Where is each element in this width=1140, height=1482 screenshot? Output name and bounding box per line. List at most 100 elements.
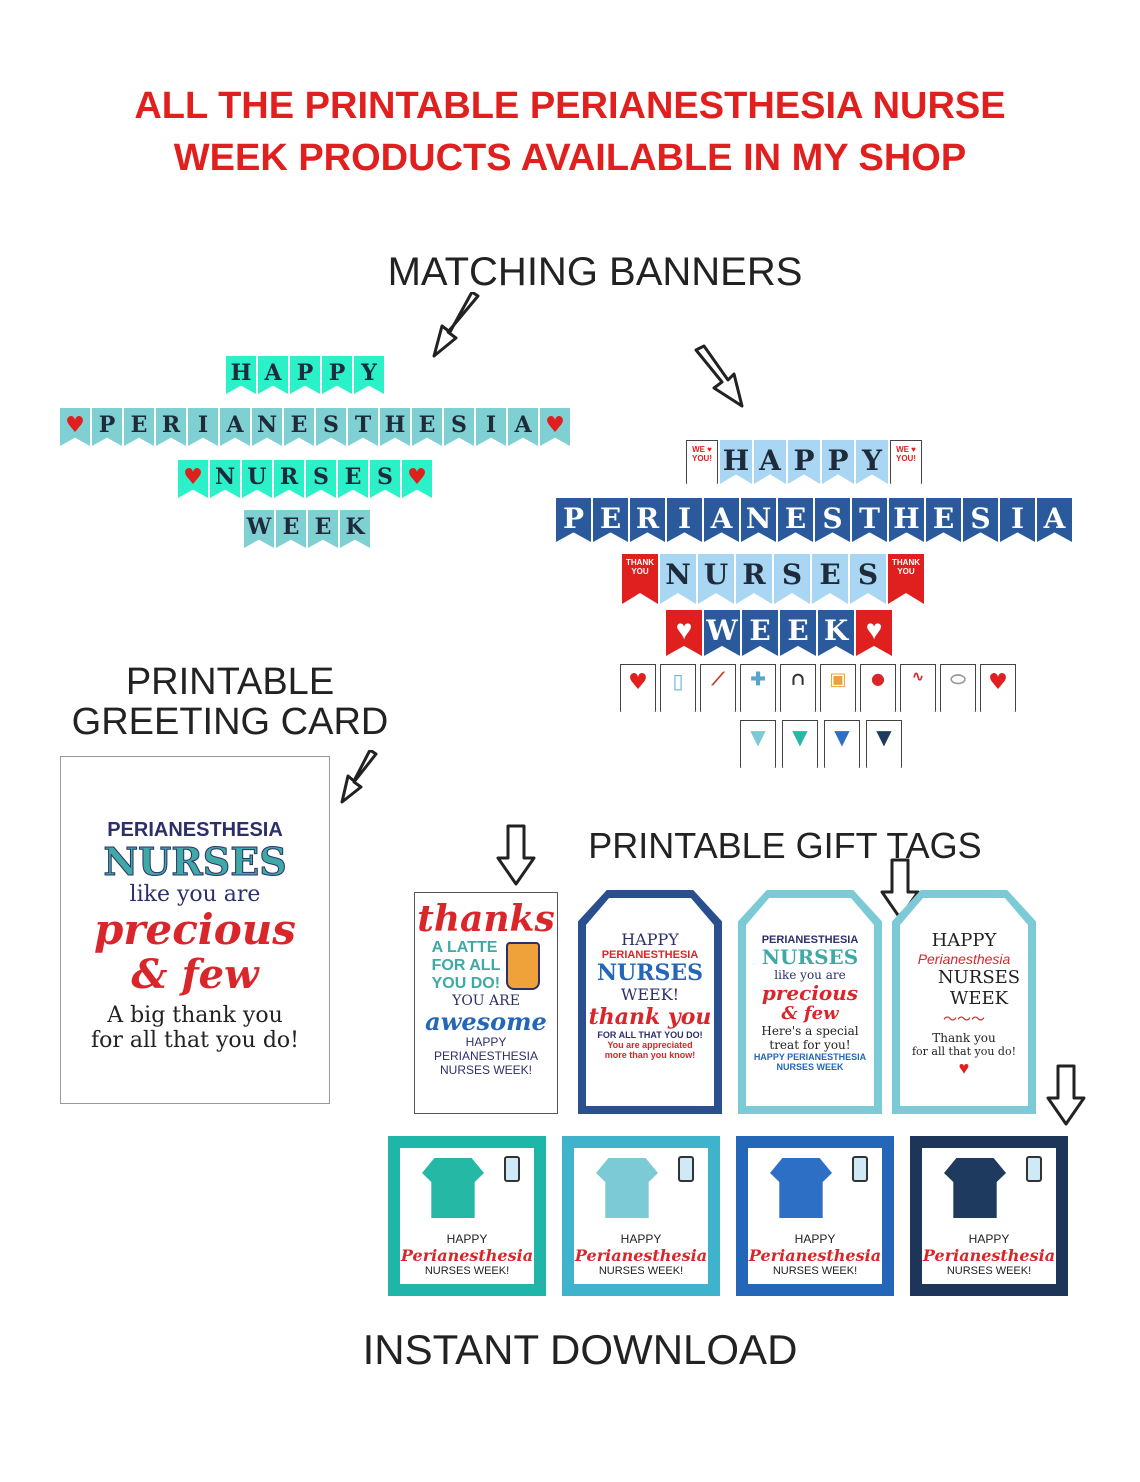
tag2-perianesthesia: PERIANESTHESIA bbox=[601, 949, 699, 961]
banner-letter: E bbox=[778, 498, 813, 542]
banner-letter: A bbox=[704, 498, 739, 542]
iv-bag-icon bbox=[1026, 1156, 1042, 1182]
square-tag-happy: HAPPY bbox=[446, 1232, 488, 1246]
square-tag-nurses-week: NURSES WEEK! bbox=[424, 1265, 510, 1277]
banner-letter: S bbox=[815, 498, 850, 542]
tag3-treat: treat for you! bbox=[769, 1038, 851, 1052]
arrow-down-icon bbox=[496, 824, 536, 886]
square-tag-perianesthesia: Perianesthesia bbox=[748, 1246, 882, 1265]
tag1-you-do: YOU DO! bbox=[431, 975, 501, 992]
tag4-happy: HAPPY bbox=[931, 930, 997, 951]
card-heading-line1: PRINTABLE bbox=[125, 661, 335, 703]
banner-letter: Y bbox=[856, 440, 888, 484]
main-title-line1: ALL THE PRINTABLE PERIANESTHESIA NURSE bbox=[134, 85, 1006, 127]
tag3-special: Here's a special bbox=[761, 1024, 859, 1038]
thank-you-badge: THANK YOU bbox=[622, 554, 658, 604]
gift-tags-heading: PRINTABLE GIFT TAGS bbox=[588, 825, 982, 866]
tag2-week: WEEK! bbox=[620, 985, 680, 1004]
gift-tag-thank-you: HAPPY PERIANESTHESIA NURSES WEEK! thank … bbox=[578, 890, 722, 1114]
gift-tag-precious: PERIANESTHESIA NURSES like you are preci… bbox=[738, 890, 882, 1114]
tag1-a-latte: A LATTE bbox=[431, 939, 498, 956]
banner-letter: E bbox=[412, 408, 442, 446]
tag1-awesome: awesome bbox=[425, 1007, 547, 1036]
banner-letter: A bbox=[258, 356, 288, 394]
square-tag-nurses-week: NURSES WEEK! bbox=[772, 1265, 858, 1277]
banner-letter: E bbox=[276, 510, 306, 548]
banner-letter: S bbox=[316, 408, 346, 446]
scrubs-blue-icon: ▼ bbox=[824, 720, 860, 768]
banner-letter: E bbox=[308, 510, 338, 548]
tag3-nurses: NURSES bbox=[761, 945, 859, 969]
banner-letter: E bbox=[812, 554, 848, 604]
iv-bag-icon bbox=[504, 1156, 520, 1182]
arrow-down-icon bbox=[1046, 1064, 1086, 1126]
card-all-that-you-do: for all that you do! bbox=[90, 1028, 300, 1053]
scrubs-teal-icon: ▼ bbox=[782, 720, 818, 768]
card-like-you-are: like you are bbox=[129, 882, 261, 907]
tag1-you-are: YOU ARE bbox=[452, 993, 520, 1009]
banner-letter: I bbox=[1000, 498, 1035, 542]
syringe-icon: ⟋ bbox=[700, 664, 736, 712]
banner-letter: Y bbox=[354, 356, 384, 394]
banner-letter: N bbox=[741, 498, 776, 542]
card-precious: precious bbox=[94, 905, 296, 954]
right-banner-icon-row: ♥ ▯ ⟋ ✚ ∩ ▣ ● ∿ ⬭ ♥ bbox=[620, 664, 1016, 712]
card-heading-line2: GREETING CARD bbox=[71, 701, 389, 743]
heartbeat-line-icon: 〜〜〜 bbox=[943, 1011, 985, 1027]
gift-tag-latte: thanks A LATTE FOR ALL YOU DO! YOU ARE a… bbox=[414, 892, 558, 1114]
banner-letter: W bbox=[244, 510, 274, 548]
banner-letter: S bbox=[850, 554, 886, 604]
banner-letter: T bbox=[348, 408, 378, 446]
square-tag-happy: HAPPY bbox=[794, 1232, 836, 1246]
tag4-week: WEEK bbox=[949, 988, 1009, 1009]
iv-bag-icon: ▯ bbox=[660, 664, 696, 712]
tag3-happy-peri: HAPPY PERIANESTHESIA bbox=[753, 1052, 867, 1062]
banner-letter: P bbox=[556, 498, 591, 542]
banner-letter: R bbox=[736, 554, 772, 604]
banner-letter: W bbox=[704, 610, 740, 656]
tag2-more-than: more than you know! bbox=[604, 1050, 696, 1060]
banners-heading: MATCHING BANNERS bbox=[387, 250, 803, 294]
we-love-you-badge: WE ♥ YOU! bbox=[686, 440, 718, 484]
heart-cross-icon: ♥ bbox=[980, 664, 1016, 712]
heart-cross-icon: ♥ bbox=[856, 610, 892, 656]
banner-letter: I bbox=[667, 498, 702, 542]
banner-letter: E bbox=[926, 498, 961, 542]
scrubs-icon bbox=[596, 1158, 658, 1218]
banner-letter: K bbox=[340, 510, 370, 548]
arrow-down-right-icon bbox=[694, 344, 744, 408]
banner-letter: S bbox=[370, 460, 400, 498]
tag1-nurses-week: NURSES WEEK! bbox=[439, 1063, 532, 1077]
banner-letter: A bbox=[220, 408, 250, 446]
banner-letter: U bbox=[698, 554, 734, 604]
banner-letter: P bbox=[322, 356, 352, 394]
tag4-nurses: NURSES bbox=[937, 967, 1021, 988]
gift-tag-stethoscope: HAPPY Perianesthesia NURSES WEEK 〜〜〜 Tha… bbox=[892, 890, 1036, 1114]
banner-letter: S bbox=[963, 498, 998, 542]
heart-cross-icon: ♥ bbox=[666, 610, 702, 656]
banner-letter: E bbox=[742, 610, 778, 656]
pills-icon: ● bbox=[860, 664, 896, 712]
instant-download-heading: INSTANT DOWNLOAD bbox=[362, 1326, 798, 1373]
heart-cross-icon: ♥ bbox=[402, 460, 432, 498]
bandage-icon: ⬭ bbox=[940, 664, 976, 712]
tag1-perianesthesia: PERIANESTHESIA bbox=[433, 1049, 539, 1063]
iv-bag-icon bbox=[678, 1156, 694, 1182]
tag3-nurses-week: NURSES WEEK bbox=[776, 1062, 844, 1072]
banner-letter: T bbox=[852, 498, 887, 542]
banner-letter: H bbox=[889, 498, 924, 542]
first-aid-kit-icon: ✚ bbox=[740, 664, 776, 712]
thank-you-badge: THANK YOU bbox=[888, 554, 924, 604]
stethoscope-icon: ∩ bbox=[780, 664, 816, 712]
card-nurses: NURSES bbox=[103, 839, 287, 884]
tag2-thank-you: thank you bbox=[588, 1004, 712, 1030]
coffee-cup-icon bbox=[506, 942, 541, 990]
banner-letter: R bbox=[156, 408, 186, 446]
